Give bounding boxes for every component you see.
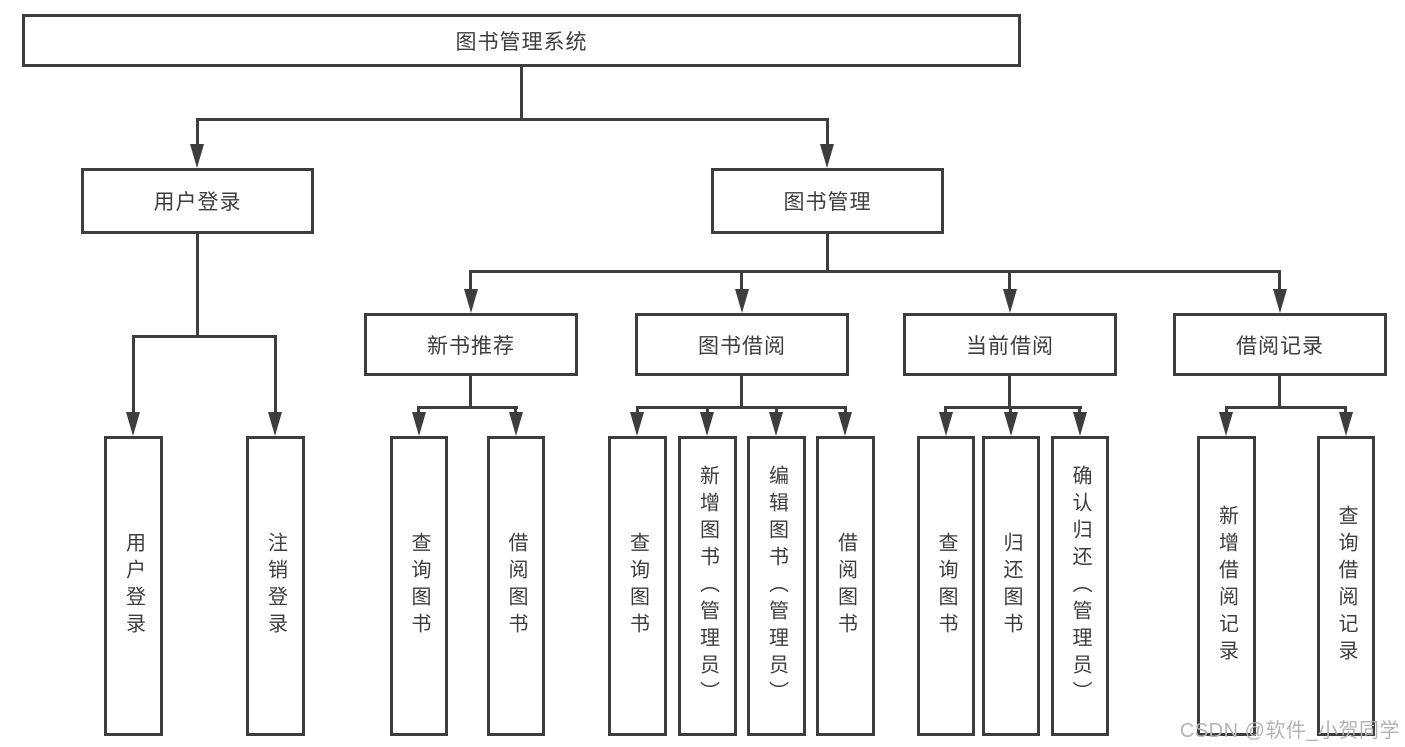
node-label: 借阅图书 [505, 532, 527, 640]
connector-arrow [1073, 412, 1087, 436]
node-label: 用户登录 [122, 532, 145, 640]
connector-arrow [630, 412, 644, 436]
node-label: 图书管理系统 [455, 30, 588, 54]
connector-line [1078, 406, 1081, 416]
connector-arrow [820, 144, 834, 168]
connector-line [775, 406, 778, 416]
connector-borrowrecords-stem [1278, 376, 1281, 407]
node-label: 用户登录 [153, 191, 242, 214]
connector-arrow [700, 412, 714, 436]
connector-line [944, 406, 947, 416]
connector-arrow [509, 412, 523, 436]
connector-currentborrow-bus [944, 406, 1082, 409]
node-new-book-recommend: 新书推荐 [364, 313, 578, 376]
leaf-add-borrow-record: 新增借阅记录 [1197, 436, 1256, 736]
connector-currentborrow-stem [1008, 376, 1011, 407]
node-label: 图书管理 [783, 191, 872, 214]
connector-line [844, 406, 847, 416]
connector-arrow [735, 289, 749, 313]
node-label: 归还图书 [1000, 532, 1022, 640]
node-label: 查询图书 [935, 532, 957, 640]
connector-arrow [1219, 412, 1233, 436]
node-label: 当前借阅 [966, 334, 1054, 358]
connector-line [274, 335, 277, 415]
leaf-add-books-admin: 新增图书（管理员） [678, 436, 737, 736]
node-user-login: 用户登录 [81, 168, 314, 234]
node-borrow-records: 借阅记录 [1173, 313, 1387, 376]
csdn-watermark: CSDN @软件_小贺同学 [1179, 720, 1400, 742]
connector-arrow [769, 412, 783, 436]
connector-line [1008, 270, 1011, 291]
leaf-user-login: 用户登录 [104, 436, 163, 736]
node-label: 查询图书 [408, 532, 430, 640]
connector-userlogin-bus [132, 335, 276, 338]
connector-arrow [412, 412, 426, 436]
connector-arrow [1004, 412, 1018, 436]
connector-arrow [939, 412, 953, 436]
connector-line [469, 270, 472, 291]
connector-newbook-stem [469, 376, 472, 407]
connector-borrowrecords-bus [1225, 406, 1347, 409]
connector-bookborrow-bus [636, 406, 847, 409]
connector-arrow [1003, 289, 1017, 313]
leaf-query-borrow-record: 查询借阅记录 [1317, 436, 1375, 736]
connector-newbook-bus [417, 406, 518, 409]
connector-arrow [126, 412, 140, 436]
node-label: 查询图书 [626, 532, 649, 640]
node-label: 新书推荐 [427, 334, 515, 358]
node-label: 确认归还（管理员） [1069, 464, 1091, 708]
connector-arrow [1339, 412, 1353, 436]
connector-line [706, 406, 709, 416]
connector-line [1278, 270, 1281, 291]
connector-bookmgmt-bus [470, 270, 1281, 273]
node-label: 新增图书（管理员） [696, 464, 719, 708]
connector-line [636, 406, 639, 416]
leaf-edit-books-admin: 编辑图书（管理员） [747, 436, 806, 736]
node-current-borrow: 当前借阅 [903, 313, 1117, 376]
connector-arrow [464, 289, 478, 313]
connector-line [1009, 406, 1012, 416]
node-library-system: 图书管理系统 [22, 14, 1021, 67]
connector-line [826, 118, 829, 148]
connector-line [740, 270, 743, 291]
node-label: 图书借阅 [698, 334, 786, 358]
node-label: 借阅记录 [1236, 334, 1324, 358]
connector-line [1225, 406, 1228, 416]
leaf-current-query-books: 查询图书 [917, 436, 975, 736]
connector-line [514, 406, 517, 416]
connector-line [417, 406, 420, 416]
node-label: 注销登录 [264, 532, 287, 640]
leaf-return-books: 归还图书 [982, 436, 1040, 736]
connector-arrow [268, 412, 282, 436]
node-book-management: 图书管理 [711, 168, 944, 234]
connector-line [1344, 406, 1347, 416]
connector-bookborrow-stem [740, 376, 743, 407]
leaf-newbook-query-books: 查询图书 [390, 436, 448, 736]
connector-root-stem [520, 67, 523, 121]
node-label: 查询借阅记录 [1335, 505, 1357, 667]
node-label: 借阅图书 [834, 532, 857, 640]
node-label: 编辑图书（管理员） [765, 464, 788, 708]
leaf-logout: 注销登录 [246, 436, 305, 736]
leaf-borrow-query-books: 查询图书 [608, 436, 667, 736]
connector-arrow [190, 144, 204, 168]
connector-line [132, 335, 135, 415]
node-book-borrow: 图书借阅 [635, 313, 849, 376]
connector-bookmgmt-stem [826, 234, 829, 272]
connector-arrow [1273, 289, 1287, 313]
connector-line [196, 118, 199, 148]
connector-userlogin-stem [196, 234, 199, 337]
node-label: 新增借阅记录 [1215, 505, 1238, 667]
connector-arrow [838, 412, 852, 436]
connector-root-bus [196, 118, 829, 121]
leaf-newbook-borrow-books: 借阅图书 [487, 436, 545, 736]
leaf-borrow-books: 借阅图书 [816, 436, 875, 736]
leaf-confirm-return-admin: 确认归还（管理员） [1051, 436, 1109, 736]
